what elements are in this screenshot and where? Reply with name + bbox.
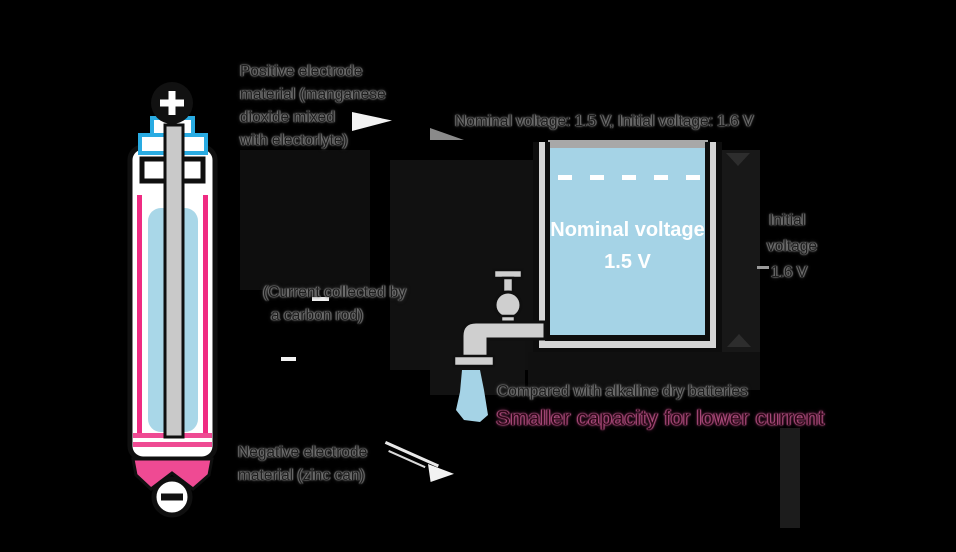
annotation-line: material (manganese bbox=[240, 86, 386, 103]
leader-dash bbox=[281, 357, 296, 361]
initial-voltage-line: Initial bbox=[769, 212, 806, 229]
annotation-line: Positive electrode bbox=[240, 63, 363, 80]
artifact-field bbox=[240, 150, 370, 290]
tank-label-line: Nominal voltage bbox=[550, 219, 705, 241]
bottom-band-stripe bbox=[133, 438, 212, 442]
negative-electrode-annotation: Negative electrode material (zinc can) bbox=[238, 441, 367, 487]
artifact-field bbox=[722, 150, 760, 353]
tank-wall-left-inner bbox=[545, 142, 550, 335]
initial-voltage-line: 1.6 V bbox=[771, 264, 808, 281]
tank-illustration bbox=[452, 140, 722, 422]
zinc-can-lining-left bbox=[137, 195, 142, 447]
tank-wall-right-inner bbox=[705, 142, 710, 335]
water-level-dashed-line bbox=[558, 175, 700, 180]
comparison-caption: Compared with alkaline dry batteries bbox=[497, 383, 748, 400]
artifact-field bbox=[780, 428, 800, 528]
annotation-line: Negative electrode bbox=[238, 444, 368, 461]
tank-wall-left-core bbox=[539, 142, 545, 352]
annotation-line: material (zinc can) bbox=[238, 467, 365, 484]
tank-label-line: 1.5 V bbox=[604, 251, 651, 273]
water-surface-rim bbox=[548, 140, 708, 148]
comparison-highlight: Smaller capacity for lower current bbox=[496, 407, 825, 430]
tank-floor-inner bbox=[545, 335, 710, 341]
annotation-line: (Current collected by bbox=[263, 284, 407, 301]
minus-glyph-bar bbox=[161, 493, 183, 501]
artifact-field bbox=[528, 352, 760, 390]
water-stream bbox=[456, 370, 488, 422]
zinc-can-lining-right bbox=[203, 195, 208, 447]
carbon-rod-annotation: (Current collected by a carbon rod) bbox=[263, 281, 406, 327]
tank-nominal-label: Nominal voltage 1.5 V bbox=[550, 214, 705, 278]
initial-voltage-label: Initial voltage 1.6 V bbox=[767, 208, 817, 286]
tank-floor-core bbox=[539, 341, 716, 348]
positive-electrode-annotation: Positive electrode material (manganese d… bbox=[240, 60, 386, 152]
tank-floor-outer bbox=[533, 348, 722, 352]
annotation-line: dioxide mixed bbox=[240, 109, 335, 126]
leader-dash bbox=[312, 297, 329, 301]
carbon-rod bbox=[163, 123, 185, 439]
tank-wall-right-core bbox=[710, 142, 716, 352]
plus-glyph-bar-v bbox=[168, 91, 176, 115]
voltage-note: Nominal voltage: 1.5 V, Initial voltage:… bbox=[455, 113, 754, 130]
leader-arrowhead bbox=[428, 464, 454, 482]
tank-wall-left-outer bbox=[533, 142, 539, 352]
battery-illustration bbox=[127, 82, 218, 518]
faucet-icon bbox=[452, 268, 547, 368]
initial-level-tick bbox=[757, 266, 769, 269]
tank-wall-right-outer bbox=[716, 142, 722, 352]
initial-voltage-line: voltage bbox=[767, 238, 817, 255]
leader-wedge bbox=[430, 128, 464, 140]
annotation-line: with electorlyte) bbox=[240, 132, 348, 149]
annotation-line: a carbon rod) bbox=[271, 307, 364, 324]
